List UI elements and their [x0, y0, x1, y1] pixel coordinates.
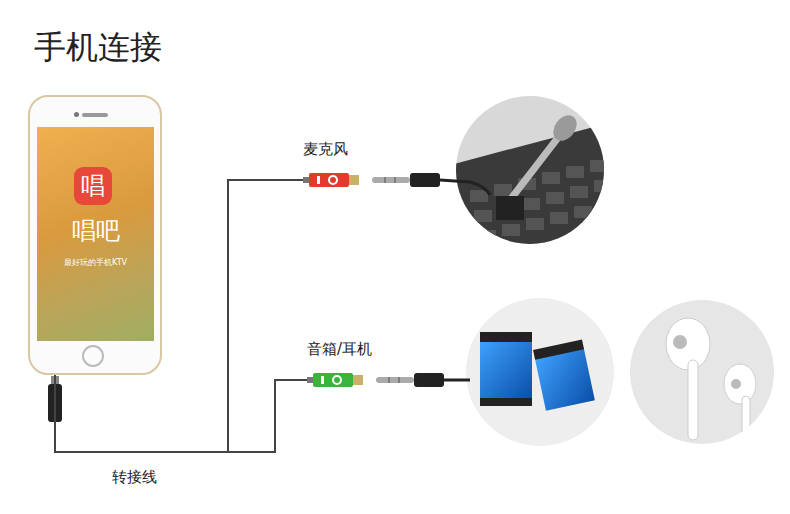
phone-body: 唱唱吧最好玩的手机KTV: [28, 95, 162, 375]
jack-symbol-bar: [317, 176, 320, 184]
mic-plug: [372, 173, 490, 195]
jack-shape: [303, 172, 359, 188]
jack-graphic: [303, 172, 359, 188]
jack-ring: [353, 375, 363, 385]
jack-symbol: [333, 376, 341, 384]
app-icon: 唱: [74, 167, 112, 205]
audio-jack: 麦克风: [303, 140, 359, 188]
app-name: 唱吧: [37, 215, 154, 247]
speaker-picture: [460, 295, 620, 450]
jack-tip: [303, 177, 309, 183]
adapter-cable: [55, 375, 307, 452]
jack-shape: [307, 372, 363, 388]
jack-label: 音箱/耳机: [307, 340, 372, 359]
jack-label: 麦克风: [303, 140, 348, 159]
app-tagline: 最好玩的手机KTV: [37, 257, 154, 268]
audio-jack: 音箱/耳机: [307, 340, 373, 388]
speaker-plug: [376, 373, 470, 387]
jack-tip: [307, 377, 313, 383]
jack-ring: [349, 175, 359, 185]
earbuds-picture: [628, 298, 778, 448]
jack-body: [309, 173, 349, 187]
jack-graphic: [307, 372, 363, 388]
jack-body: [313, 373, 353, 387]
phone-speaker: [82, 113, 108, 117]
phone-screen: 唱唱吧最好玩的手机KTV: [37, 127, 154, 341]
microphone-picture: [450, 90, 620, 250]
phone-home-button: [82, 345, 104, 367]
jack-symbol: [329, 176, 337, 184]
cable-label: 转接线: [112, 468, 157, 487]
page-title: 手机连接: [34, 26, 162, 70]
phone-camera: [74, 112, 79, 117]
jack-symbol-bar: [321, 376, 324, 384]
